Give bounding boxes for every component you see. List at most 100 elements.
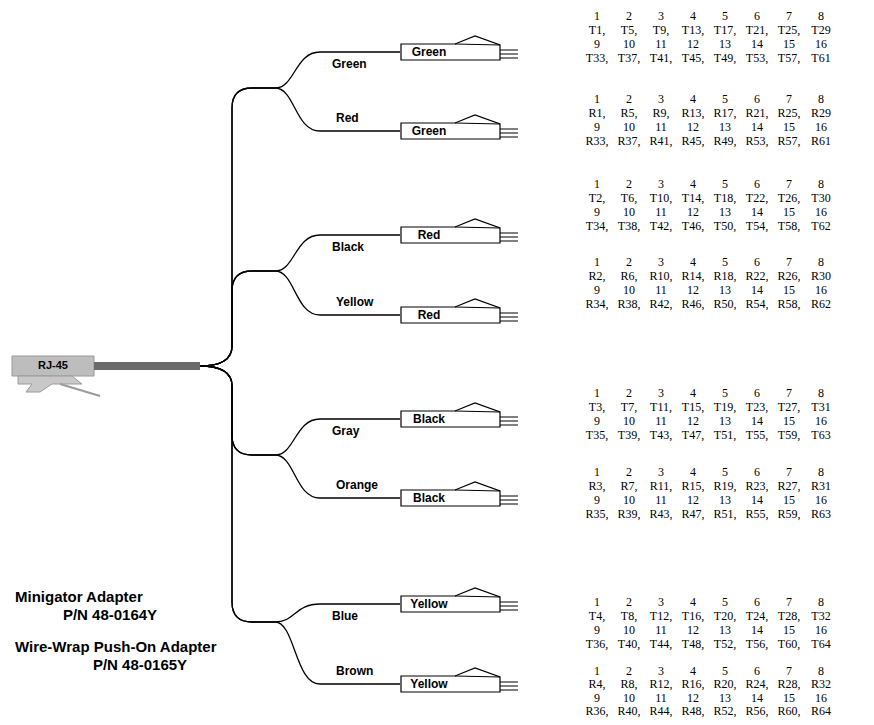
pin-number: 10 xyxy=(623,692,635,704)
pin-number: 5 xyxy=(722,178,728,190)
signal-name: T44, xyxy=(650,638,672,650)
pin-number: 6 xyxy=(754,256,760,268)
alligator-clip: Black xyxy=(400,481,518,507)
pin-number: 9 xyxy=(594,494,600,506)
pin-number: 1 xyxy=(594,256,600,268)
pin-number: 6 xyxy=(754,93,760,105)
signal-name: R52, xyxy=(713,705,736,717)
pin-number: 15 xyxy=(783,121,795,133)
wire-color-label: Gray xyxy=(330,424,361,438)
pin-number: 3 xyxy=(658,10,664,22)
wire-color-label: Brown xyxy=(334,664,375,678)
signal-name: R42, xyxy=(649,298,672,310)
pin-number: 5 xyxy=(722,93,728,105)
wire-color-label: Blue xyxy=(330,609,360,623)
signal-name: R1, xyxy=(588,107,605,119)
signal-name: R15, xyxy=(681,480,704,492)
pin-number: 12 xyxy=(687,624,699,636)
signal-name: R48, xyxy=(681,705,704,717)
wire-color-label: Red xyxy=(334,111,361,125)
signal-name: T7, xyxy=(621,401,637,413)
pin-number: 8 xyxy=(818,387,824,399)
signal-name: T43, xyxy=(650,429,672,441)
signal-name: R5, xyxy=(620,107,637,119)
signal-name: R20, xyxy=(713,678,736,690)
pin-number: 2 xyxy=(626,466,632,478)
signal-name: R16, xyxy=(681,678,704,690)
signal-name: T37, xyxy=(618,52,640,64)
pin-number: 6 xyxy=(754,665,760,677)
signal-name: R4, xyxy=(588,678,605,690)
signal-name: T54, xyxy=(746,220,768,232)
pin-number: 11 xyxy=(655,624,667,636)
signal-name: T24, xyxy=(746,610,768,622)
wire-color-label: Orange xyxy=(334,478,380,492)
signal-name: T10, xyxy=(650,192,672,204)
signal-name: R7, xyxy=(620,480,637,492)
signal-name: T40, xyxy=(618,638,640,650)
rj45-connector: RJ-45 xyxy=(12,352,200,380)
pin-number: 10 xyxy=(623,494,635,506)
pin-number: 9 xyxy=(594,284,600,296)
signal-name: R55, xyxy=(745,508,768,520)
pin-number: 6 xyxy=(754,10,760,22)
signal-name: R31 xyxy=(811,480,831,492)
pin-number: 11 xyxy=(655,121,667,133)
pin-number: 2 xyxy=(626,596,632,608)
pin-number: 16 xyxy=(815,38,827,50)
signal-name: T50, xyxy=(714,220,736,232)
signal-name: T30 xyxy=(811,192,830,204)
pin-number: 12 xyxy=(687,494,699,506)
signal-name: T45, xyxy=(682,52,704,64)
signal-name: T36, xyxy=(586,638,608,650)
signal-name: T57, xyxy=(778,52,800,64)
clip-color-label: Black xyxy=(413,491,445,505)
signal-name: T20, xyxy=(714,610,736,622)
signal-name: T42, xyxy=(650,220,672,232)
signal-name: T2, xyxy=(589,192,605,204)
part-number: P/N 48-0164Y xyxy=(63,606,157,623)
pin-number: 10 xyxy=(623,415,635,427)
signal-name: T63 xyxy=(811,429,830,441)
pin-number: 5 xyxy=(722,466,728,478)
signal-name: T41, xyxy=(650,52,672,64)
signal-name: T19, xyxy=(714,401,736,413)
pin-number: 7 xyxy=(786,466,792,478)
signal-name: R23, xyxy=(745,480,768,492)
pin-number: 14 xyxy=(751,206,763,218)
pin-number: 14 xyxy=(751,121,763,133)
pin-number: 12 xyxy=(687,206,699,218)
signal-name: R44, xyxy=(649,705,672,717)
clip-color-label: Green xyxy=(412,45,447,59)
clip-color-label: Yellow xyxy=(410,677,447,691)
wire-color-label: Green xyxy=(330,57,369,71)
pin-number: 14 xyxy=(751,284,763,296)
pin-number: 1 xyxy=(594,93,600,105)
signal-name: R6, xyxy=(620,270,637,282)
pin-number: 12 xyxy=(687,692,699,704)
pin-number: 16 xyxy=(815,692,827,704)
pin-number: 1 xyxy=(594,596,600,608)
signal-name: R28, xyxy=(777,678,800,690)
signal-name: T34, xyxy=(586,220,608,232)
pin-number: 11 xyxy=(655,494,667,506)
signal-name: R26, xyxy=(777,270,800,282)
pin-number: 13 xyxy=(719,692,731,704)
pin-number: 4 xyxy=(690,178,696,190)
signal-name: T61 xyxy=(811,52,830,64)
pin-number: 6 xyxy=(754,178,760,190)
wire xyxy=(200,271,400,366)
pin-number: 6 xyxy=(754,387,760,399)
pin-number: 14 xyxy=(751,494,763,506)
pin-number: 4 xyxy=(690,256,696,268)
pin-number: 11 xyxy=(655,38,667,50)
pin-number: 6 xyxy=(754,596,760,608)
pin-number: 5 xyxy=(722,665,728,677)
signal-name: R61 xyxy=(811,135,831,147)
signal-name: R25, xyxy=(777,107,800,119)
signal-name: R21, xyxy=(745,107,768,119)
pin-number: 12 xyxy=(687,284,699,296)
pin-number: 13 xyxy=(719,415,731,427)
signal-name: T49, xyxy=(714,52,736,64)
pin-number: 14 xyxy=(751,692,763,704)
